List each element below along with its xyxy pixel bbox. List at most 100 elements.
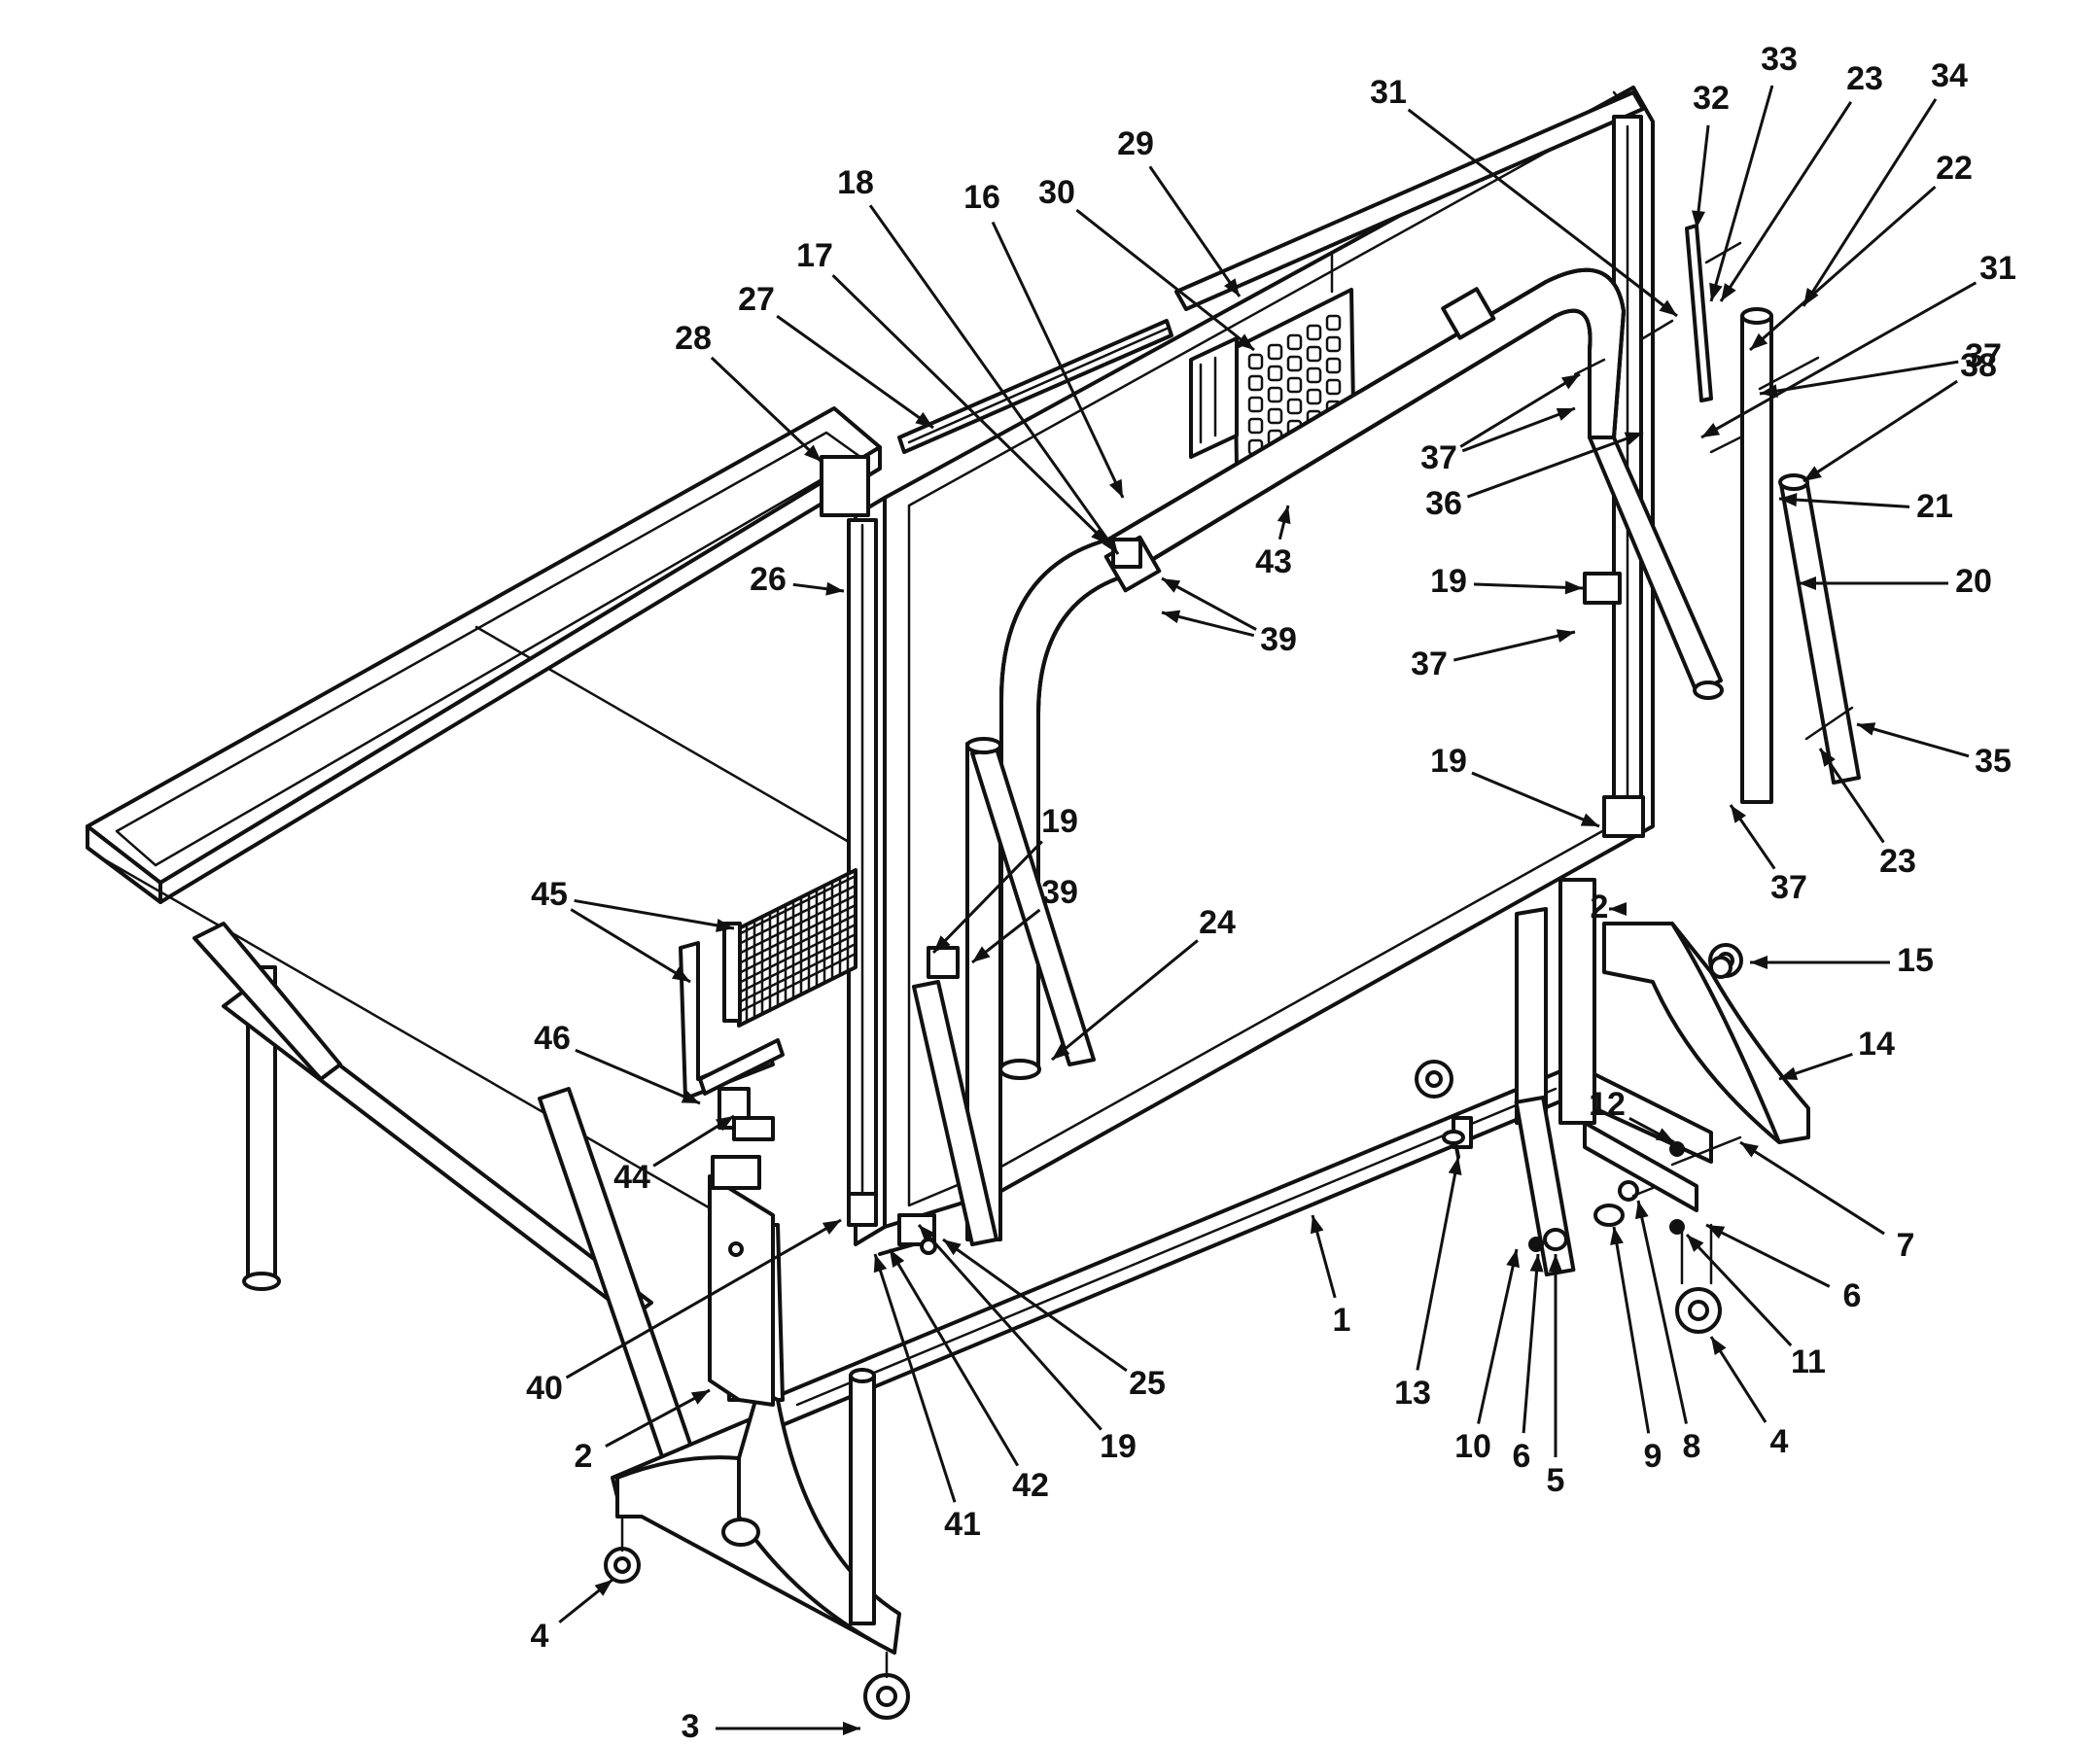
leader-line-34 <box>1802 98 1938 307</box>
scorecard-cell <box>1286 398 1303 415</box>
callout-label-14: 14 <box>1858 1026 1895 1063</box>
leader-arrowhead-7 <box>1740 1142 1759 1158</box>
scorecard-cell <box>1325 357 1342 374</box>
scorecard-cell <box>1325 335 1342 353</box>
leader-line-36 <box>1466 431 1644 499</box>
leader-arrowhead-38 <box>1803 466 1822 481</box>
net-assembly <box>679 868 858 1141</box>
callout-label-11: 11 <box>1791 1344 1826 1380</box>
leader-line-19 <box>1471 771 1600 828</box>
leader-arrowhead-33 <box>1709 282 1723 301</box>
callout-label-8: 8 <box>1683 1428 1701 1465</box>
leader-arrowhead-39 <box>1162 578 1181 593</box>
leader-line-19 <box>1473 582 1584 590</box>
callout-label-38: 38 <box>1960 347 1997 384</box>
leader-arrowhead-29 <box>1224 278 1240 297</box>
leader-arrowhead-16 <box>1108 478 1123 498</box>
callout-label-30: 30 <box>1038 174 1075 211</box>
table-top-half <box>86 406 882 1227</box>
leader-arrowhead-27 <box>915 411 933 428</box>
callout-label-16: 16 <box>963 179 1000 216</box>
leader-line-13 <box>1416 1156 1460 1371</box>
callout-label-37: 37 <box>1965 337 2002 374</box>
leader-arrowhead-6 <box>1529 1254 1544 1273</box>
net-mesh-line <box>739 885 856 945</box>
leader-line-25 <box>942 1238 1128 1373</box>
leader-arrowhead-37 <box>1560 374 1580 390</box>
leader-line-22 <box>1749 186 1937 352</box>
leader-arrowhead-2 <box>1609 902 1627 916</box>
leader-line-16 <box>991 221 1125 499</box>
leader-arrowhead-25 <box>943 1239 962 1256</box>
leader-arrowhead-40 <box>822 1220 841 1236</box>
net-mesh-line <box>739 953 856 1013</box>
scorecard-cell <box>1286 376 1303 394</box>
leader-line-37 <box>1759 360 1959 396</box>
leader-arrowhead-45 <box>716 919 734 932</box>
leader-arrowhead-37 <box>1760 384 1778 399</box>
leader-arrowhead-42 <box>890 1249 905 1269</box>
callout-label-21: 21 <box>1916 488 1953 525</box>
leader-line-28 <box>710 356 823 464</box>
leader-arrowhead-36 <box>1624 432 1643 445</box>
callout-label-19: 19 <box>1430 563 1467 600</box>
leader-arrowhead-1 <box>1310 1215 1324 1235</box>
leader-line-41 <box>873 1253 957 1503</box>
callout-label-3: 3 <box>682 1708 700 1745</box>
scorecard-cell <box>1247 374 1264 392</box>
leader-arrowhead-37 <box>1556 407 1575 421</box>
scorecard-cell <box>1247 353 1264 370</box>
leader-arrowhead-19 <box>919 1225 936 1243</box>
leader-line-23 <box>1719 100 1853 302</box>
leader-arrowhead-21 <box>1779 493 1798 507</box>
leader-arrowhead-30 <box>1236 333 1254 350</box>
leader-arrowhead-35 <box>1857 722 1876 736</box>
callout-label-19: 19 <box>1430 743 1467 780</box>
leader-line-9 <box>1612 1226 1651 1434</box>
callout-label-5: 5 <box>1547 1462 1565 1499</box>
callout-label-2: 2 <box>1591 889 1609 925</box>
scorecard-cell <box>1267 386 1283 403</box>
callout-label-4: 4 <box>1770 1423 1789 1460</box>
leader-line-31 <box>1407 108 1678 318</box>
leader-arrowhead-5 <box>1549 1254 1562 1272</box>
leader-line-31 <box>1700 281 1978 439</box>
callout-label-32: 32 <box>1693 80 1730 117</box>
callout-label-2: 2 <box>575 1438 593 1475</box>
leader-line-19 <box>931 840 1043 955</box>
leader-line-27 <box>776 314 934 430</box>
leader-arrowhead-24 <box>1052 1043 1070 1060</box>
callout-label-40: 40 <box>526 1370 563 1407</box>
leader-line-37 <box>1459 372 1581 448</box>
leader-arrowhead-23 <box>1820 749 1836 767</box>
leader-arrowhead-17 <box>1091 527 1108 544</box>
callout-label-24: 24 <box>1199 904 1236 941</box>
leader-arrowhead-31 <box>1659 299 1677 316</box>
leader-arrowhead-8 <box>1634 1201 1649 1220</box>
leader-line-35 <box>1856 722 1970 758</box>
leader-arrowhead-32 <box>1692 210 1705 228</box>
net-mesh-line <box>739 924 856 984</box>
leader-line-38 <box>1802 379 1959 483</box>
left-upright <box>708 1155 775 1407</box>
leader-arrowhead-9 <box>1610 1227 1624 1245</box>
callout-label-7: 7 <box>1897 1227 1915 1264</box>
callout-label-13: 13 <box>1394 1375 1431 1412</box>
left-foot-base <box>604 1368 910 1720</box>
callout-label-9: 9 <box>1644 1438 1662 1475</box>
scorecard-cell <box>1325 378 1342 396</box>
net-mesh-line <box>739 904 856 964</box>
leader-line-21 <box>1778 497 1910 508</box>
leader-arrowhead-13 <box>1448 1157 1462 1175</box>
leader-line-45 <box>570 908 691 984</box>
leader-arrowhead-45 <box>671 966 690 982</box>
leader-arrowhead-46 <box>681 1090 700 1103</box>
leader-line-7 <box>1739 1140 1885 1236</box>
callout-label-23: 23 <box>1879 843 1916 880</box>
leader-line-10 <box>1477 1248 1519 1424</box>
scorecard-cell <box>1306 324 1322 341</box>
leader-arrowhead-11 <box>1687 1235 1704 1252</box>
callout-label-37: 37 <box>1411 646 1448 682</box>
callout-label-36: 36 <box>1425 485 1462 522</box>
